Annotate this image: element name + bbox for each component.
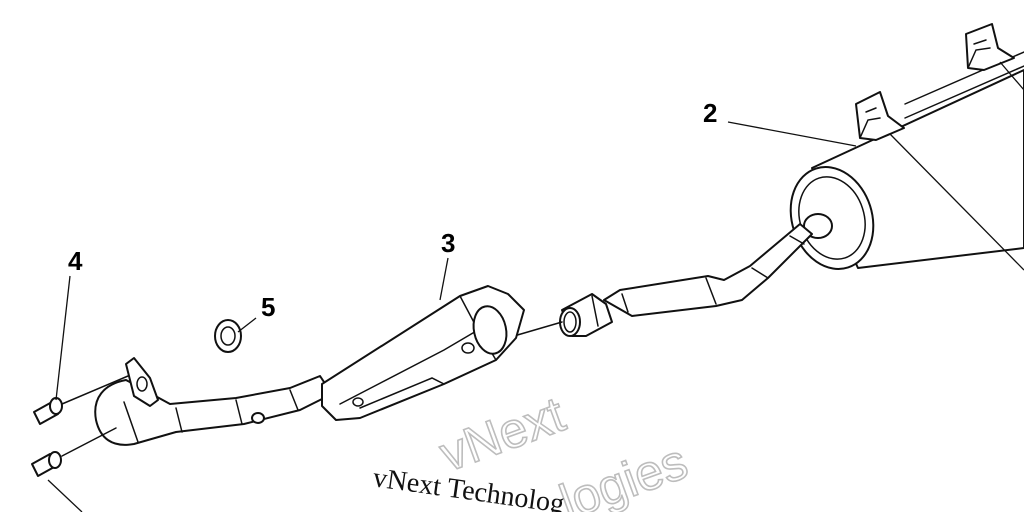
callout-4: 4: [68, 246, 83, 276]
mid-pipe: [603, 223, 813, 317]
muffler-bracket-rear: [965, 23, 1015, 71]
callout-3: 3: [441, 228, 455, 258]
leader-bracket-front: [889, 133, 1024, 271]
gasket: [214, 319, 242, 353]
assembly-centerline: [513, 321, 563, 337]
muffler: [789, 51, 1024, 270]
leader-2: [727, 121, 857, 147]
bolt-upper-axis: [61, 375, 129, 405]
bolt-upper: [33, 397, 63, 425]
leader-4: [55, 275, 71, 401]
leader-3: [439, 257, 449, 301]
bolt-lower: [31, 451, 62, 477]
watermark: vNext logies vNext Technolog: [371, 385, 695, 512]
leader-5: [237, 317, 257, 333]
pipe-coupler: [559, 293, 613, 337]
watermark-logo-line2: logies: [553, 433, 695, 512]
watermark-logo-line1: vNext: [433, 386, 572, 482]
heat-shield: [321, 285, 525, 421]
leader-bracket-rear: [999, 61, 1024, 91]
callout-5: 5: [261, 292, 275, 322]
bolt-lower-axis: [61, 427, 117, 457]
muffler-bracket-front: [855, 91, 905, 141]
leader-bolt-lower: [47, 479, 83, 512]
callout-2: 2: [703, 98, 717, 128]
header-flange: [125, 357, 159, 407]
